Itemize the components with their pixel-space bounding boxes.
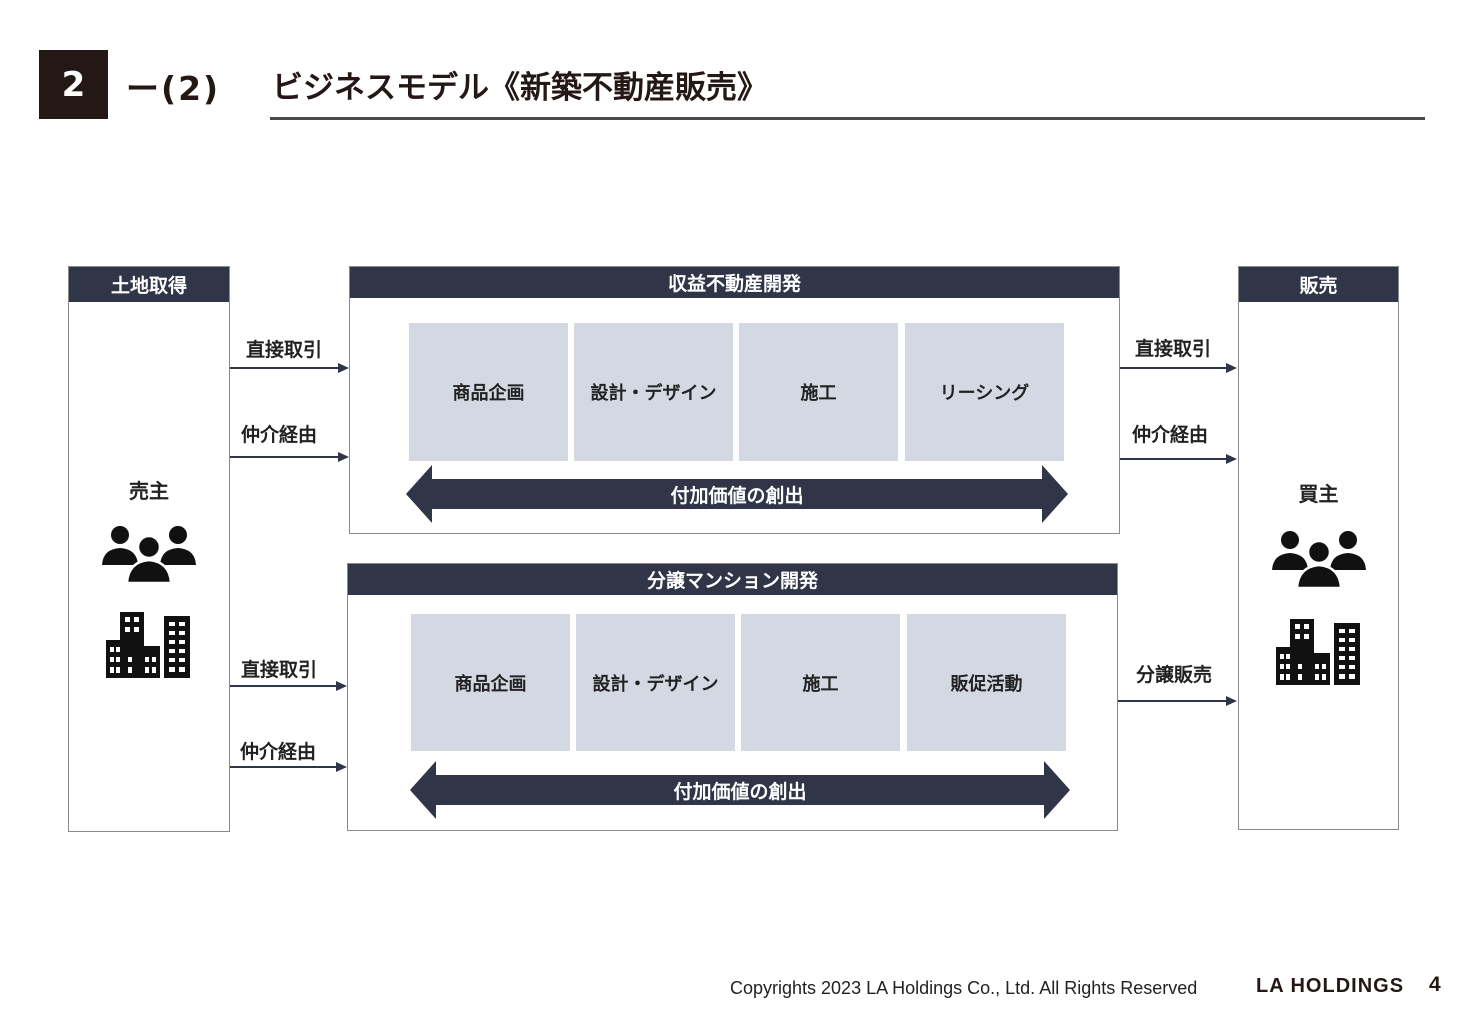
condo-sales-label: 分譲販売 (1136, 664, 1213, 686)
buildings-icon (1239, 619, 1398, 685)
income-property-development-heading: 収益不動産開発 (350, 267, 1119, 298)
value-creation-arrow: 付加価値の創出 (410, 761, 1070, 819)
section-subnumber: ー(2) (126, 69, 221, 108)
step-construction: 施工 (741, 614, 900, 751)
flow-arrow (1120, 363, 1237, 373)
step-leasing: リーシング (905, 323, 1064, 461)
step-construction: 施工 (739, 323, 898, 461)
people-group-icon (1239, 528, 1398, 590)
title-underline (270, 117, 1425, 120)
copyright-text: Copyrights 2023 LA Holdings Co., Ltd. Al… (730, 978, 1198, 998)
buildings-icon (69, 612, 229, 678)
condominium-development-heading: 分譲マンション開発 (348, 564, 1117, 595)
page-number: 4 (1429, 973, 1441, 996)
step-product-planning: 商品企画 (411, 614, 570, 751)
buyer-label: 買主 (1298, 482, 1339, 506)
step-design: 設計・デザイン (576, 614, 735, 751)
flow-arrow (230, 762, 347, 772)
flow-arrow (230, 681, 347, 691)
flow-arrow (230, 452, 349, 462)
company-logo: LA HOLDINGS (1256, 975, 1405, 997)
land-acquisition-column: 土地取得 売主 (68, 266, 230, 832)
direct-trade-label: 直接取引 (241, 659, 318, 681)
flow-arrow (1120, 454, 1237, 464)
income-property-development-box: 収益不動産開発 商品企画 設計・デザイン 施工 リーシング 付加価値の創出 (349, 266, 1120, 534)
section-number-badge: 2 (39, 50, 108, 119)
via-broker-label: 仲介経由 (240, 741, 317, 763)
people-group-icon (69, 523, 229, 585)
flow-arrow (1118, 696, 1237, 706)
seller-label: 売主 (129, 479, 169, 503)
step-design: 設計・デザイン (574, 323, 733, 461)
sales-heading: 販売 (1239, 267, 1398, 302)
value-creation-label: 付加価値の創出 (670, 484, 804, 507)
land-acquisition-heading: 土地取得 (69, 267, 229, 302)
direct-trade-label: 直接取引 (1135, 338, 1212, 360)
page-title: ビジネスモデル《新築不動産販売》 (272, 70, 768, 106)
sales-column: 販売 買主 (1238, 266, 1399, 830)
value-creation-label: 付加価値の創出 (673, 780, 807, 803)
step-product-planning: 商品企画 (409, 323, 568, 461)
step-sales-promotion: 販促活動 (907, 614, 1066, 751)
via-broker-label: 仲介経由 (241, 424, 318, 446)
value-creation-arrow: 付加価値の創出 (406, 465, 1068, 523)
condominium-development-box: 分譲マンション開発 商品企画 設計・デザイン 施工 販促活動 付加価値の創出 (347, 563, 1118, 831)
direct-trade-label: 直接取引 (246, 339, 323, 361)
via-broker-label: 仲介経由 (1132, 424, 1209, 446)
flow-arrow (230, 363, 349, 373)
